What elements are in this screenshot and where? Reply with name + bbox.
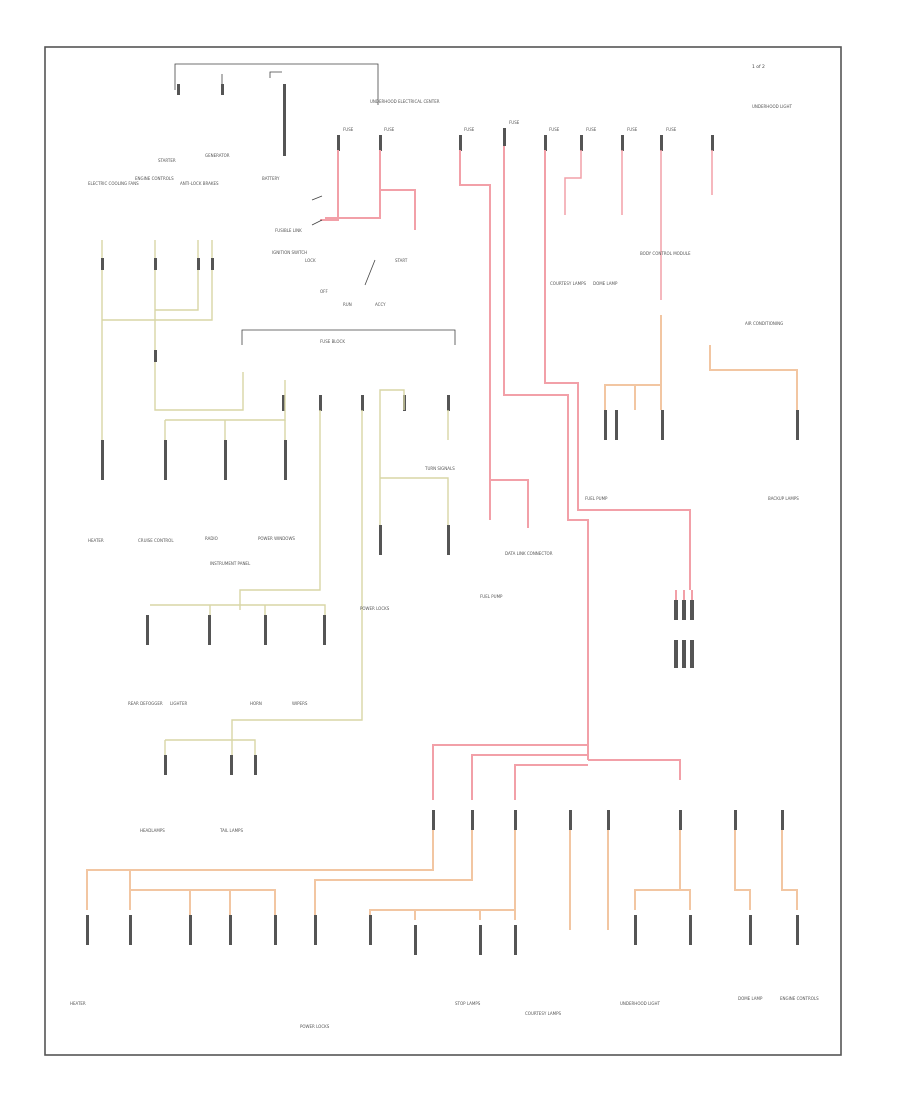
fuel-pump-right-label: FUEL PUMP xyxy=(585,496,608,501)
switch-pos-off: OFF xyxy=(320,289,328,294)
horn-label: HORN xyxy=(250,701,262,706)
header-title: UNDERHOOD ELECTRICAL CENTER xyxy=(370,99,440,104)
heater-bottom-label: HEATER xyxy=(70,1001,86,1006)
fuse-label-6: FUSE xyxy=(586,127,597,132)
battery-feed-wires xyxy=(320,146,713,760)
fuse-label-2: FUSE xyxy=(384,127,395,132)
fuse-label-7: FUSE xyxy=(627,127,638,132)
fuse-block: FUSE BLOCK xyxy=(241,329,456,411)
radio-label: RADIO xyxy=(205,536,218,541)
page-ref: 1 of 2 xyxy=(752,64,765,70)
bottom-labels: STOP LAMPS COURTESY LAMPS UNDERHOOD LIGH… xyxy=(70,996,819,1029)
battery-label: BATTERY xyxy=(262,176,280,181)
courtesy-lamps-label: COURTESY LAMPS xyxy=(550,281,587,286)
fuse-label-5: FUSE xyxy=(549,127,560,132)
anti-lock-brakes-label: ANTI-LOCK BRAKES xyxy=(180,181,219,186)
red-multi-connector xyxy=(674,590,694,668)
power-locks-label: POWER LOCKS xyxy=(360,606,390,611)
generator-top-label: GENERATOR xyxy=(205,153,230,158)
switch-pos-lock: LOCK xyxy=(305,258,316,263)
fuse-block-label: FUSE BLOCK xyxy=(320,339,345,344)
bottom-connectors xyxy=(86,915,799,955)
courtesy-lamps-bottom-label: COURTESY LAMPS xyxy=(525,1011,562,1016)
power-windows-label: POWER WINDOWS xyxy=(258,536,295,541)
underhood-light-bottom-label: UNDERHOOD LIGHT xyxy=(620,1001,660,1006)
underhood-light-label: UNDERHOOD LIGHT xyxy=(752,104,792,109)
yellow-wiring xyxy=(101,240,449,775)
battery-section: BATTERY GENERATOR STARTER UNDERHOOD ELEC… xyxy=(158,63,440,181)
rear-defogger-label: REAR DEFOGGER xyxy=(128,701,163,706)
stop-lamps-label: STOP LAMPS xyxy=(455,1001,481,1006)
lighter-label: LIGHTER xyxy=(170,701,187,706)
air-conditioning-label: AIR CONDITIONING xyxy=(745,321,783,326)
ignition-switch: IGNITION SWITCH FUSIBLE LINK LOCK OFF RU… xyxy=(272,195,408,307)
dome-lamp-bottom-label: DOME LAMP xyxy=(738,996,763,1001)
fuse-label-4: FUSE xyxy=(509,120,520,125)
backup-lamps-label: BACKUP LAMPS xyxy=(768,496,799,501)
fuse-label-1: FUSE xyxy=(343,127,354,132)
fuse-label-3: FUSE xyxy=(464,127,475,132)
tail-lamps-label: TAIL LAMPS xyxy=(219,828,243,833)
switch-pos-start: START xyxy=(395,258,408,263)
ignition-switch-label: IGNITION SWITCH xyxy=(272,250,307,255)
starter-label: STARTER xyxy=(158,158,176,163)
instrument-panel-label: INSTRUMENT PANEL xyxy=(210,561,251,566)
headlamps-label: HEADLAMPS xyxy=(140,828,165,833)
switch-pos-run: RUN xyxy=(343,302,352,307)
top-fuse-row: FUSE FUSE FUSE FUSE FUSE FUSE FUSE FUSE … xyxy=(337,104,792,151)
engine-controls-label: ENGINE CONTROLS xyxy=(135,176,174,181)
yellow-labels: ELECTRIC COOLING FANS ENGINE CONTROLS AN… xyxy=(88,176,553,706)
orange-lower-wiring xyxy=(86,830,798,930)
dome-lamp-label: DOME LAMP xyxy=(593,281,618,286)
body-control-module-label: BODY CONTROL MODULE xyxy=(640,251,691,256)
engine-controls-bottom-label: ENGINE CONTROLS xyxy=(780,996,819,1001)
fusible-link-label: FUSIBLE LINK xyxy=(275,228,302,233)
lower-red-bus xyxy=(432,744,681,800)
turn-signals-label: TURN SIGNALS xyxy=(424,466,455,471)
lower-fuse-row: HEADLAMPS TAIL LAMPS xyxy=(140,810,784,833)
heater-label: HEATER xyxy=(88,538,104,543)
fuel-pump-label: FUEL PUMP xyxy=(480,594,503,599)
electric-cooling-fans-label: ELECTRIC COOLING FANS xyxy=(88,181,139,186)
switch-pos-accy: ACCY xyxy=(375,302,386,307)
fuse-label-8: FUSE xyxy=(666,127,677,132)
yellow-connectors xyxy=(101,258,450,775)
data-link-connector-label: DATA LINK CONNECTOR xyxy=(505,551,553,556)
diagram-frame xyxy=(44,46,842,1056)
right-upper-section: COURTESY LAMPS DOME LAMP BODY CONTROL MO… xyxy=(550,251,799,501)
cruise-control-label: CRUISE CONTROL xyxy=(138,538,174,543)
power-locks-bottom-label: POWER LOCKS xyxy=(300,1024,330,1029)
wipers-label: WIPERS xyxy=(292,701,308,706)
